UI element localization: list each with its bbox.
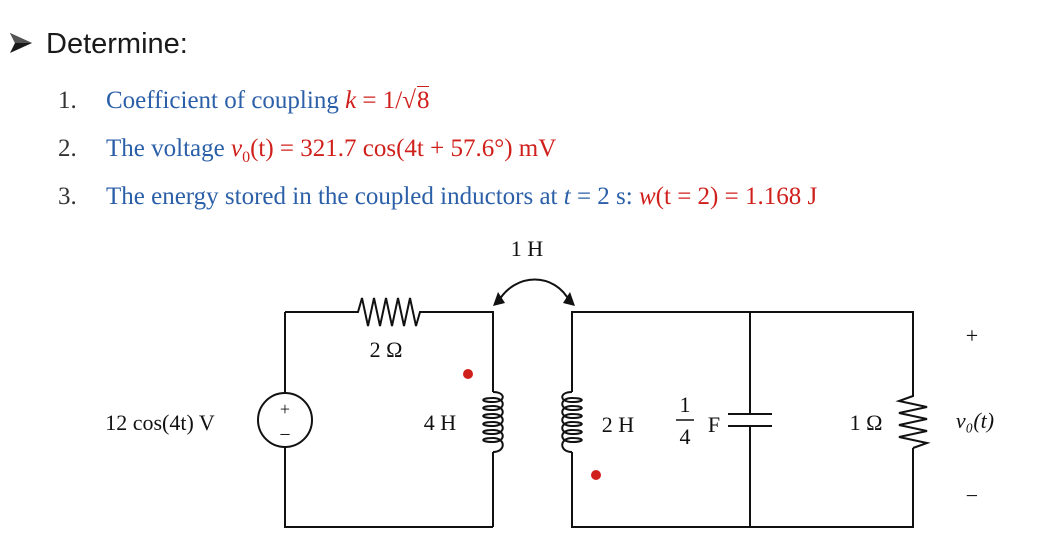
resistor-2ohm [352,297,428,327]
heading-text: Determine: [46,28,188,60]
item-number: 3. [58,183,77,210]
polarity-dot-secondary [591,470,601,480]
resistor-1ohm [895,392,931,449]
output-voltage-label: v₀(t) [956,408,994,433]
capacitor-denominator: 4 [680,424,691,449]
mutual-arrow [493,278,575,306]
item-number: 2. [58,135,77,162]
inductor-2h [561,391,583,453]
answer-radicand: 8 [416,86,430,114]
source-minus: − [279,424,290,446]
question-item-2: 2. The voltage v0(t) = 321.7 cos(4t + 57.… [58,135,556,167]
resistor-1ohm-label: 1 Ω [850,410,883,435]
voltage-source [257,392,313,448]
inductor-2h-label: 2 H [602,412,635,437]
question-item-3: 3. The energy stored in the coupled induc… [58,183,817,211]
item-number: 1. [58,87,77,114]
answer-variable: w [638,183,656,210]
answer-subscript: 0 [242,149,251,166]
triangle-arrow-icon [8,28,34,61]
source-label: 12 cos(4t) V [105,410,215,435]
answer-equals: = 1/ [356,87,403,114]
output-plus: + [966,323,978,348]
inductor-4h [482,391,504,453]
capacitor [728,413,772,427]
right-loop-wires [571,311,914,528]
inductor-4h-label: 4 H [424,410,457,435]
answer-value: (t = 2) = 1.168 J [655,183,818,210]
item-text: The voltage [106,135,231,162]
time-variable: t [563,183,571,210]
answer-variable: k [345,87,357,114]
capacitor-numerator: 1 [680,392,691,417]
item-text: Coefficient of coupling [106,87,346,114]
output-minus: − [966,483,978,508]
heading: Determine: [8,28,188,61]
resistor-2ohm-label: 2 Ω [370,337,403,362]
left-loop-wires [284,311,494,528]
source-plus: + [280,399,290,419]
answer-value: (t) = 321.7 cos(4t + 57.6°) mV [250,135,557,162]
answer-variable: v [230,135,243,162]
item-text: The energy stored in the coupled inducto… [106,183,564,210]
capacitor-unit: F [708,412,720,437]
polarity-dot-primary [463,369,473,379]
time-value: = 2 s: [570,183,639,210]
question-item-1: 1.Coefficient of coupling k = 1/√8 [58,86,430,114]
mutual-inductance-label: 1 H [511,236,544,261]
